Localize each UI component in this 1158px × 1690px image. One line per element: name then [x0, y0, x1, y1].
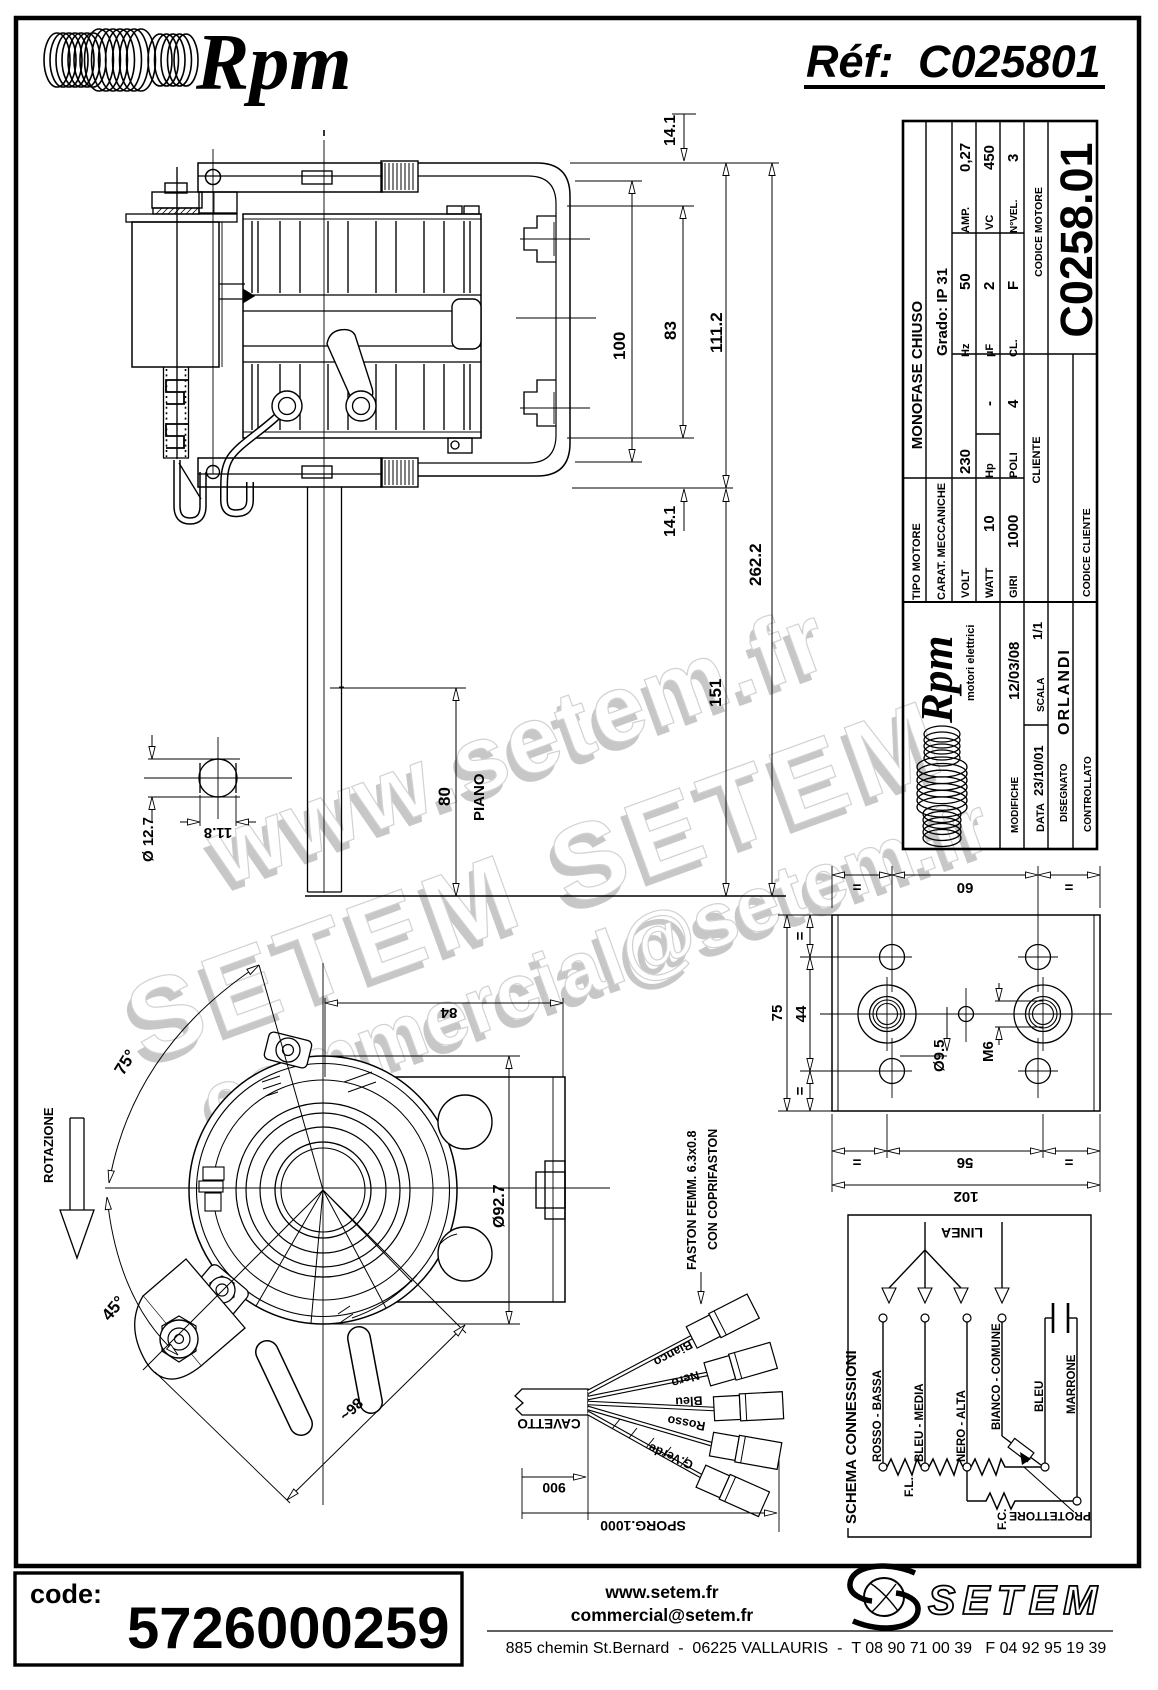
svg-text:75: 75	[769, 1005, 786, 1022]
svg-text:102: 102	[953, 1188, 978, 1205]
svg-text:885 chemin St.Bernard - 0622: 885 chemin St.Bernard - 06225 VALLAURIS …	[506, 1640, 1107, 1657]
svg-text:56: 56	[957, 1154, 974, 1171]
svg-text:FASTON FEMM. 6.3x0.8: FASTON FEMM. 6.3x0.8	[685, 1131, 699, 1270]
svg-text:VOLT: VOLT	[960, 569, 972, 598]
svg-text:1000: 1000	[1005, 515, 1022, 548]
svg-text:Bleu: Bleu	[675, 1393, 703, 1408]
svg-text:SCALA: SCALA	[1036, 678, 1047, 712]
svg-text:M6: M6	[980, 1041, 997, 1062]
svg-text:MODIFICHE: MODIFICHE	[1010, 777, 1021, 833]
svg-text:SCHEMA CONNESSIONI: SCHEMA CONNESSIONI	[843, 1350, 860, 1524]
svg-text:CONTROLLATO: CONTROLLATO	[1083, 756, 1094, 832]
svg-text:1/1: 1/1	[1030, 622, 1045, 640]
svg-text:POLI: POLI	[1008, 452, 1020, 478]
svg-text:230: 230	[957, 449, 974, 474]
svg-text:84: 84	[440, 1004, 457, 1021]
svg-text:10: 10	[981, 515, 998, 532]
svg-text:=: =	[792, 931, 809, 940]
svg-text:Hz: Hz	[960, 343, 972, 357]
svg-text:www.setem.fr: www.setem.fr	[604, 1582, 718, 1602]
svg-text:C0258.01: C0258.01	[1051, 142, 1102, 337]
svg-text:AMP.: AMP.	[960, 207, 972, 233]
svg-text:=: =	[792, 1086, 809, 1095]
svg-text:100: 100	[610, 332, 629, 360]
svg-text:111.2: 111.2	[707, 312, 726, 353]
svg-text:GIRI: GIRI	[1008, 575, 1020, 598]
svg-text:ROSSO - BASSA: ROSSO - BASSA	[872, 1370, 884, 1462]
svg-text:Hp: Hp	[984, 463, 996, 478]
svg-text:DISEGNATO: DISEGNATO	[1059, 763, 1070, 822]
svg-text:ROTAZIONE: ROTAZIONE	[41, 1107, 56, 1183]
svg-text:motori elettrici: motori elettrici	[965, 625, 977, 701]
svg-text:TIPO MOTORE: TIPO MOTORE	[911, 523, 923, 600]
svg-text:23/10/01: 23/10/01	[1031, 745, 1046, 796]
svg-text:Ø92.7: Ø92.7	[491, 1184, 508, 1228]
svg-text:Grado: IP 31: Grado: IP 31	[934, 268, 951, 356]
svg-text:14.1: 14.1	[662, 115, 679, 146]
svg-text:WATT: WATT	[984, 567, 996, 598]
svg-text:G.Verde: G.Verde	[646, 1440, 695, 1471]
svg-text:BLEU - MEDIA: BLEU - MEDIA	[914, 1383, 926, 1462]
svg-text:CON COPRIFASTON: CON COPRIFASTON	[706, 1129, 720, 1250]
svg-text:Rpm: Rpm	[912, 635, 962, 724]
svg-text:45°: 45°	[98, 1292, 129, 1324]
svg-text:=: =	[1064, 878, 1073, 895]
svg-text:CODICE MOTORE: CODICE MOTORE	[1033, 187, 1045, 277]
svg-text:ORLANDI: ORLANDI	[1056, 648, 1073, 735]
svg-text:Nero: Nero	[669, 1368, 701, 1390]
svg-text:2: 2	[981, 282, 998, 290]
svg-text:CARAT. MECCANICHE: CARAT. MECCANICHE	[936, 483, 948, 600]
svg-text:50: 50	[957, 273, 974, 290]
svg-text:BLEU: BLEU	[1034, 1381, 1046, 1412]
svg-text:NERO - ALTA: NERO - ALTA	[956, 1390, 968, 1462]
svg-text:83: 83	[661, 321, 680, 340]
svg-text:SPORG.1000: SPORG.1000	[600, 1518, 686, 1534]
svg-text:80: 80	[435, 787, 454, 806]
svg-text:commercial@setem.fr: commercial@setem.fr	[571, 1605, 754, 1625]
svg-text:=: =	[852, 1153, 861, 1170]
svg-text:MARRONE: MARRONE	[1066, 1354, 1078, 1414]
svg-text:BIANCO - COMUNE: BIANCO - COMUNE	[991, 1323, 1003, 1430]
svg-text:CODICE CLIENTE: CODICE CLIENTE	[1081, 508, 1093, 597]
svg-text:DATA: DATA	[1035, 803, 1047, 832]
svg-text:3: 3	[1005, 154, 1022, 162]
svg-text:900: 900	[542, 1480, 566, 1496]
svg-text:VC: VC	[984, 215, 996, 230]
svg-text:Réf:: Réf:	[806, 36, 894, 87]
svg-text:LINEA: LINEA	[941, 1225, 983, 1241]
svg-text:code:: code:	[30, 1579, 102, 1609]
svg-text:12/03/08: 12/03/08	[1006, 642, 1023, 700]
svg-text:Rpm: Rpm	[195, 19, 352, 107]
svg-text:PIANO: PIANO	[471, 773, 488, 821]
svg-text:5726000259: 5726000259	[127, 1596, 450, 1661]
svg-text:CLIENTE: CLIENTE	[1031, 436, 1043, 483]
svg-text:Ø 12.7: Ø 12.7	[140, 817, 157, 862]
svg-text:44: 44	[793, 1005, 810, 1022]
svg-text:SETEM: SETEM	[928, 1577, 1104, 1623]
svg-text:14.1: 14.1	[662, 506, 679, 537]
svg-text:C025801: C025801	[918, 36, 1101, 87]
svg-text:450: 450	[981, 145, 998, 170]
svg-text:CAVETTO: CAVETTO	[517, 1416, 580, 1431]
svg-text:151: 151	[706, 679, 725, 707]
svg-text:=: =	[852, 878, 861, 895]
svg-text:0,27: 0,27	[957, 143, 974, 172]
svg-text:CL.: CL.	[1008, 339, 1020, 357]
svg-text:Rosso: Rosso	[666, 1413, 706, 1433]
svg-text:F: F	[1005, 281, 1022, 290]
svg-text:MONOFASE CHIUSO: MONOFASE CHIUSO	[909, 301, 926, 450]
svg-text:60: 60	[957, 879, 974, 896]
svg-text:11.8: 11.8	[204, 824, 232, 841]
svg-text:N°VEL.: N°VEL.	[1009, 199, 1020, 233]
svg-text:262.2: 262.2	[746, 543, 765, 586]
svg-text:4: 4	[1005, 399, 1022, 408]
svg-text:F.L.: F.L.	[902, 1477, 916, 1497]
svg-text:PROTETTORE: PROTETTORE	[1009, 1509, 1091, 1523]
svg-text:µF: µF	[984, 344, 996, 357]
svg-text:=: =	[1064, 1153, 1073, 1170]
svg-text:Ø9.5: Ø9.5	[931, 1039, 948, 1072]
svg-text:-: -	[981, 401, 998, 406]
svg-text:F.C.: F.C.	[995, 1509, 1009, 1530]
